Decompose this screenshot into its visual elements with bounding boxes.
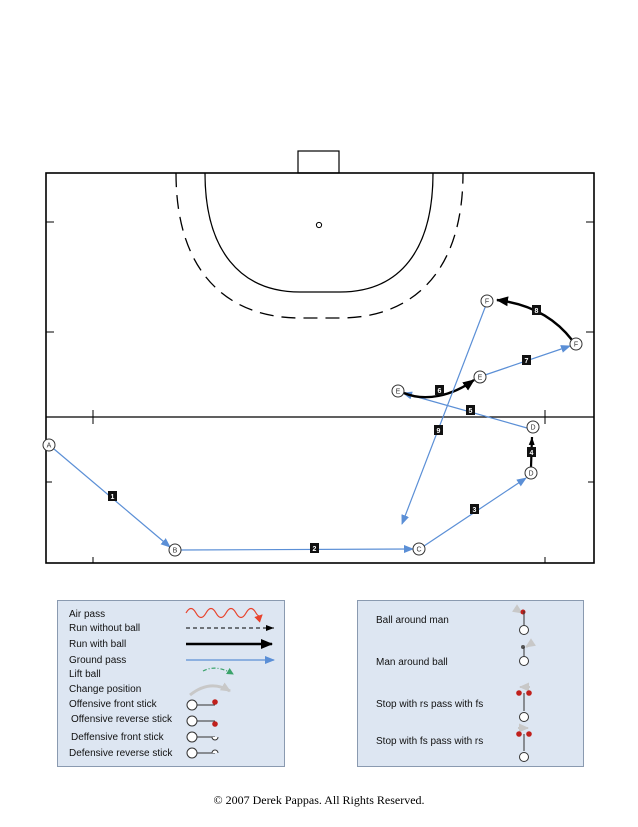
change-position-icon [189,682,231,697]
player-nodes: A B C D D E E F F [42,294,583,557]
player-node: D [524,466,538,480]
goal [297,150,340,174]
lift-ball-icon [202,667,234,675]
svg-text:6: 6 [438,388,442,395]
legend-label: Stop with fs pass with rs [376,736,484,747]
legend-label: Air pass [69,609,106,620]
svg-text:5: 5 [469,408,473,415]
svg-text:F: F [485,299,489,306]
legend-label: Stop with rs pass with fs [376,699,484,710]
player-node: B [168,543,182,557]
step-badge-2: 2 [310,543,319,553]
player-node: F [569,337,583,351]
player-node: E [391,384,405,398]
offensive-reverse-stick-icon [186,715,218,727]
penalty-spot [315,221,323,229]
copyright-notice: © 2007 Derek Pappas. All Rights Reserved… [213,793,425,807]
legend-right: Ball around man Man around ball Stop wit… [357,600,584,767]
player-node: E [473,370,487,384]
legend-label: Offensive reverse stick [71,714,172,725]
ball-around-man-icon [512,604,529,635]
player-node: A [42,438,56,452]
legend-label: Defensive reverse stick [69,748,173,759]
step-badge-3: 3 [470,504,479,514]
svg-text:E: E [396,389,401,396]
svg-text:D: D [528,471,533,478]
field-hash-marks [46,221,594,563]
svg-text:C: C [416,547,421,554]
legend-left: Air pass Run without ball Run with ball … [57,600,285,767]
step-badges: 1 2 3 4 5 6 7 8 9 [108,305,541,553]
move-6-path [403,379,475,399]
svg-text:3: 3 [473,507,477,514]
step-badge-8: 8 [532,305,541,315]
step-badge-9: 9 [434,425,443,435]
step-badge-6: 6 [435,385,444,395]
legend-label: Run with ball [69,639,127,650]
move-9-path [401,304,487,525]
move-2-path [179,545,414,554]
step-badge-7: 7 [522,355,531,365]
legend-right-symbols [512,604,536,762]
svg-text:B: B [173,548,178,555]
svg-text:D: D [530,425,535,432]
player-node: F [480,294,494,308]
player-node: C [412,542,426,556]
svg-text:7: 7 [525,358,529,365]
legend-label: Ground pass [69,655,127,666]
legend-label: Ball around man [376,615,449,626]
defensive-reverse-stick-icon [186,747,219,759]
air-pass-icon [185,607,263,623]
svg-text:8: 8 [535,308,539,315]
svg-text:E: E [478,375,483,382]
hockey-field [45,150,595,564]
step-badge-5: 5 [466,405,475,415]
step-badge-1: 1 [108,491,117,501]
shooting-circle [204,172,434,293]
legend-label: Offensive front stick [69,699,157,710]
svg-text:2: 2 [313,546,317,553]
svg-text:A: A [47,443,52,450]
svg-text:F: F [574,342,578,349]
stop-fs-pass-rs-icon [516,723,532,762]
legend-label: Deffensive front stick [71,732,164,743]
svg-text:4: 4 [530,450,534,457]
field-boundary [45,172,595,564]
man-around-ball-icon [519,638,536,666]
move-paths [53,296,573,554]
step-badge-4: 4 [527,447,536,457]
legend-label: Lift ball [69,669,101,680]
move-5-path [402,391,528,429]
svg-text:1: 1 [111,494,115,501]
defensive-front-stick-icon [186,731,219,743]
legend-left-symbols [185,607,275,759]
player-node: D [526,420,540,434]
offensive-front-stick-icon [186,699,218,711]
legend-label: Run without ball [69,623,141,634]
svg-text:9: 9 [437,428,441,435]
stop-rs-pass-fs-icon [516,682,532,722]
legend-label: Change position [69,684,142,695]
legend-label: Man around ball [376,657,448,668]
